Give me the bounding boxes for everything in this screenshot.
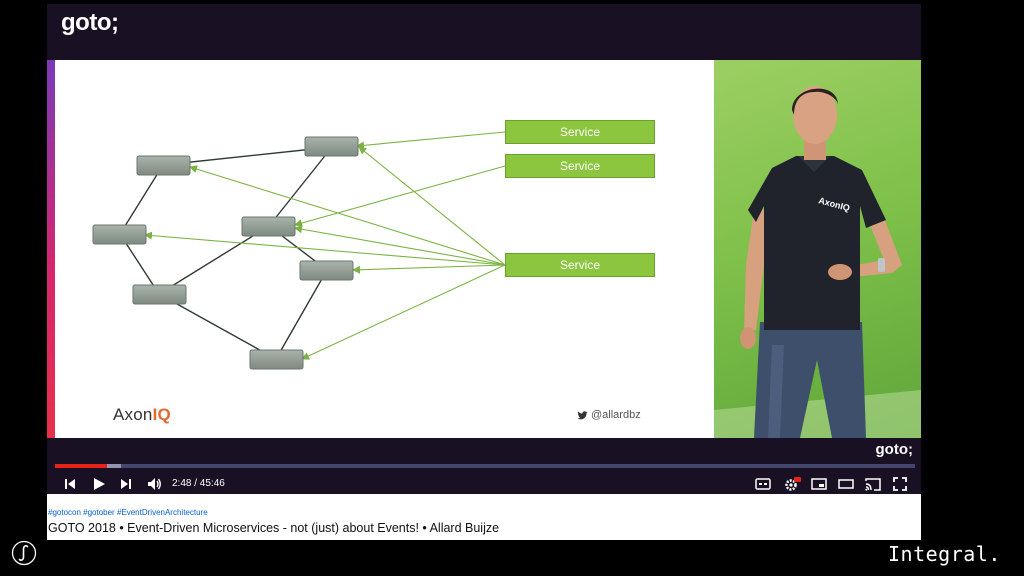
previous-icon [65,479,75,489]
presentation-slide: Service Service Service AxonIQ @allardbz [47,60,714,438]
captions-icon [755,478,771,490]
service-box-1: Service [505,120,655,144]
integral-logo-icon [11,540,37,566]
play-button[interactable] [89,474,109,494]
node [136,155,191,176]
player-controls: 2:48 / 45:46 [47,474,921,494]
twitter-icon [577,410,588,419]
cast-icon [865,477,881,491]
goto-logo-watermark: goto; [875,441,913,458]
arrow [358,146,506,266]
fullscreen-icon [893,477,907,491]
video-player[interactable]: goto; [47,4,921,494]
slide-accent-bar [47,60,55,438]
node [241,216,296,237]
service-box-2: Service [505,154,655,178]
axoniq-logo-suffix: IQ [152,405,171,424]
video-title: GOTO 2018 • Event-Driven Microservices -… [48,521,500,535]
settings-icon [784,476,801,491]
arrow [352,264,506,274]
arrow [189,165,506,266]
goto-logo: goto; [61,9,119,36]
video-info-panel: #gotocon #gotober #EventDrivenArchitectu… [47,494,921,540]
edge [162,146,333,166]
time-display: 2:48 / 45:46 [172,478,225,489]
progress-played [55,464,108,468]
progress-bar[interactable] [55,464,915,468]
diagram-nodes [92,136,359,370]
settings-button[interactable] [781,474,803,494]
next-button[interactable] [117,474,135,494]
fullscreen-button[interactable] [890,474,910,494]
edge [268,146,333,227]
service-arrows [144,131,506,360]
player-control-strip: goto; [47,438,921,494]
cast-button[interactable] [863,474,883,494]
node [249,349,304,370]
axoniq-logo: AxonIQ [113,405,171,425]
next-icon [121,479,131,489]
arrow [294,165,506,227]
theater-icon [838,479,854,489]
edge [158,293,277,360]
previous-button[interactable] [61,474,79,494]
video-top-bar: goto; [47,4,921,60]
edge [275,269,328,360]
axoniq-logo-prefix: Axon [113,405,153,424]
node [299,260,354,281]
arrow [356,131,506,150]
edge [119,164,164,235]
microservice-diagram [92,131,506,370]
arrow [144,231,506,266]
integral-brand-text: Integral. [888,542,1001,566]
node-edges [119,146,333,360]
speaker-video: AxonIQ [714,60,921,438]
miniplayer-button[interactable] [809,474,829,494]
edge [158,225,270,295]
captions-button[interactable] [753,474,773,494]
node [132,284,187,305]
speaker-figure: AxonIQ [714,86,921,438]
twitter-handle: @allardbz [577,409,641,421]
theater-mode-button[interactable] [836,474,856,494]
play-icon [94,478,105,490]
twitter-handle-text: @allardbz [591,409,641,421]
volume-button[interactable] [144,474,164,494]
service-box-3: Service [505,253,655,277]
arrow [301,264,506,360]
arrow [294,225,506,266]
node [92,224,147,245]
miniplayer-icon [811,478,827,490]
node [304,136,359,157]
video-hashtags[interactable]: #gotocon #gotober #EventDrivenArchitectu… [48,508,208,517]
volume-icon [147,478,161,490]
